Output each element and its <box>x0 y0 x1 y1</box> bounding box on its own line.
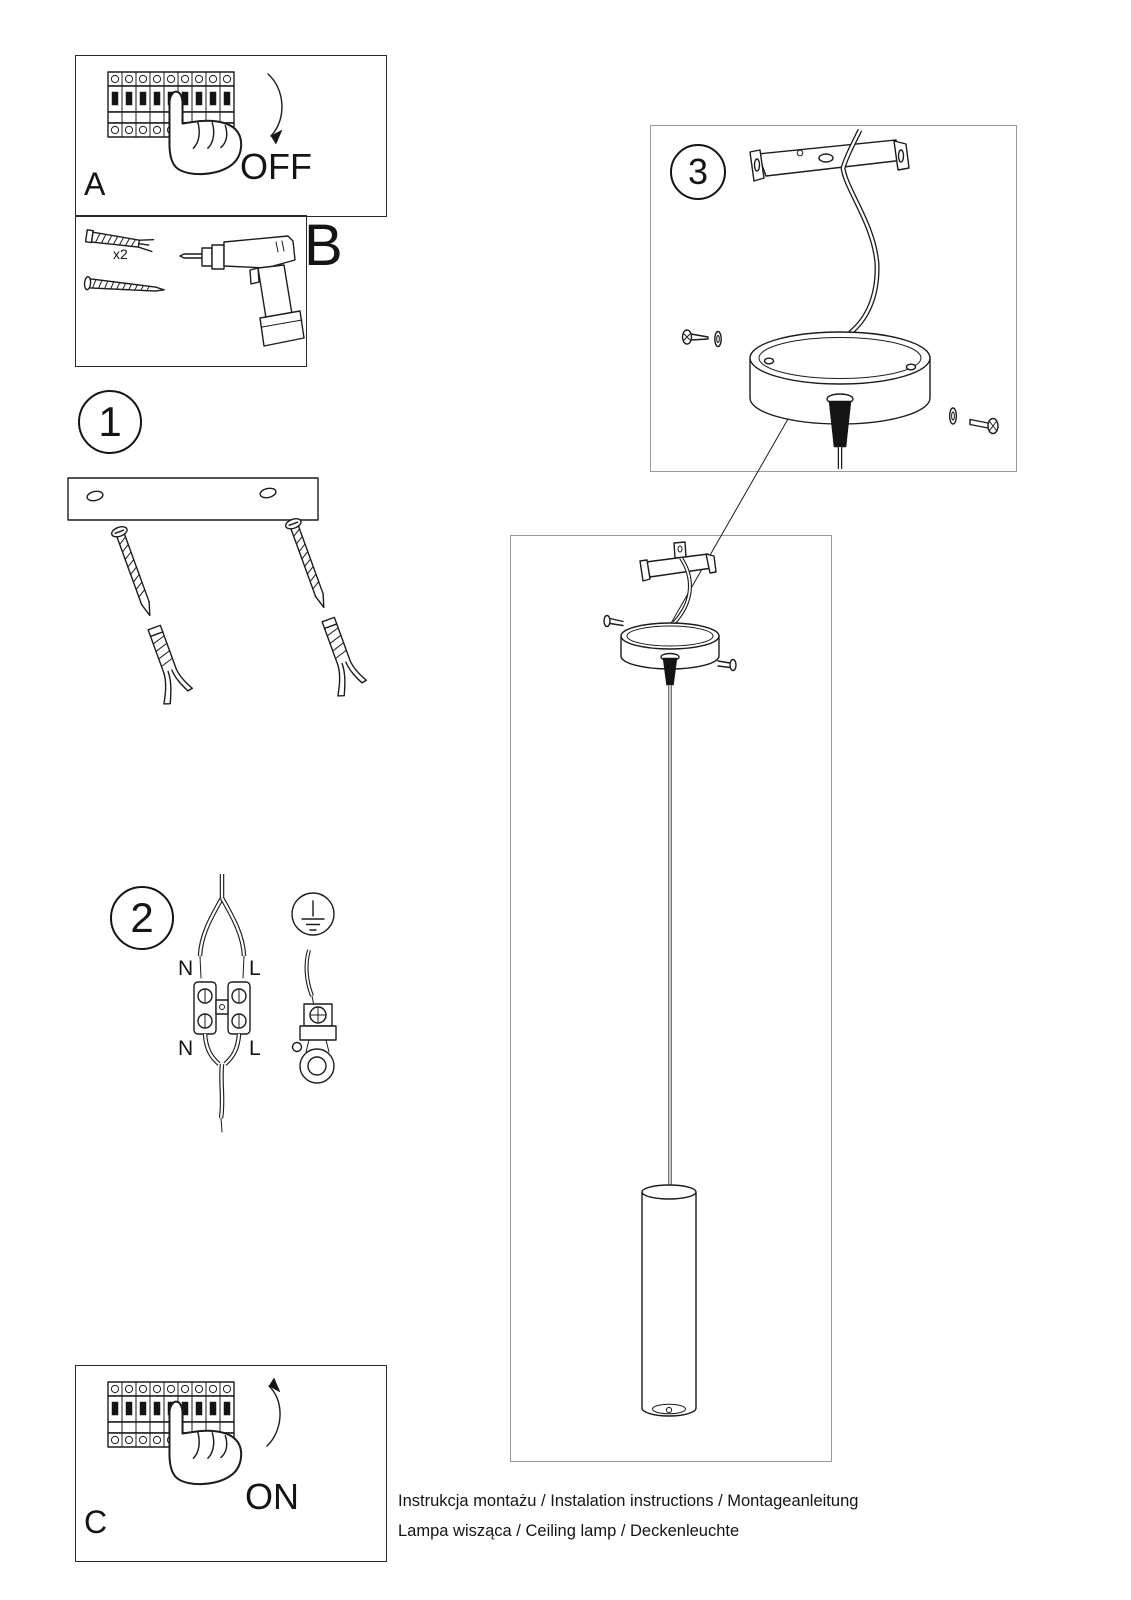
wire-split <box>197 874 247 979</box>
on-arrow-icon <box>266 1377 281 1447</box>
step-3-badge: 3 <box>670 144 726 200</box>
step-3-number: 3 <box>687 151 709 192</box>
ceiling-bracket-small <box>639 541 717 582</box>
terminal-n-top-label: N <box>178 957 194 980</box>
mounting-screw-icon <box>969 417 999 435</box>
step-1-badge: 1 <box>78 390 142 454</box>
panel-a-illustration <box>107 71 283 176</box>
assembly-overview-frame <box>510 535 832 1462</box>
step-2-illustration <box>193 874 337 1133</box>
mounting-screw-icon <box>603 614 624 628</box>
terminal-block <box>193 981 251 1035</box>
panel-c-illustration <box>107 1377 281 1486</box>
mounting-strip <box>67 477 319 521</box>
wire-merge <box>202 1033 242 1133</box>
pendant-tube <box>641 1184 697 1417</box>
wall-plug-icon <box>84 229 155 253</box>
step-1-number: 1 <box>98 398 122 445</box>
terminal-l-top-label: L <box>249 957 261 980</box>
step-3-frame <box>650 125 1017 472</box>
mounting-screw-icon <box>717 658 737 672</box>
screw-icon <box>83 275 165 292</box>
ceiling-canopy <box>749 331 931 425</box>
canopy-small <box>620 622 720 670</box>
pendant-assembly-illustration <box>603 541 737 1417</box>
power-on-label: ON <box>245 1476 299 1517</box>
step-3-illustration <box>681 128 999 469</box>
footer-instructions-title: Instrukcja montażu / Instalation instruc… <box>398 1492 859 1510</box>
terminal-n-bottom-label: N <box>178 1037 194 1060</box>
ground-symbol-icon <box>291 892 335 936</box>
footer-product-title: Lampa wisząca / Ceiling lamp / Deckenleu… <box>398 1522 740 1540</box>
mounting-screw-icon <box>681 329 709 345</box>
panel-b-frame <box>75 215 307 367</box>
cord-grip-small <box>660 652 680 686</box>
panel-c-label: C <box>84 1504 108 1540</box>
step-2-badge: 2 <box>110 886 174 950</box>
leader-line <box>657 418 789 647</box>
cord-grip <box>826 393 854 469</box>
drill-icon <box>179 235 305 347</box>
ground-wire <box>304 949 315 1007</box>
supply-cable-small <box>672 556 692 625</box>
quantity-label: x2 <box>113 246 128 262</box>
power-off-label: OFF <box>240 146 312 187</box>
screw-and-anchor-icon <box>101 521 196 707</box>
washer-icon <box>714 330 722 348</box>
panel-b-label: B <box>304 213 343 278</box>
panel-a-frame <box>75 55 387 217</box>
panel-c-frame <box>75 1365 387 1562</box>
step-2-number: 2 <box>130 894 154 941</box>
off-arrow-icon <box>267 73 283 145</box>
panel-b-illustration <box>83 229 305 347</box>
washer-icon <box>948 407 958 425</box>
screw-and-anchor-icon <box>275 513 370 699</box>
supply-cable <box>840 128 880 335</box>
ground-clamp-icon <box>291 1003 337 1084</box>
step-1-illustration <box>67 477 370 707</box>
terminal-l-bottom-label: L <box>249 1037 261 1060</box>
panel-a-label: A <box>84 166 106 202</box>
ceiling-bracket <box>749 139 910 182</box>
